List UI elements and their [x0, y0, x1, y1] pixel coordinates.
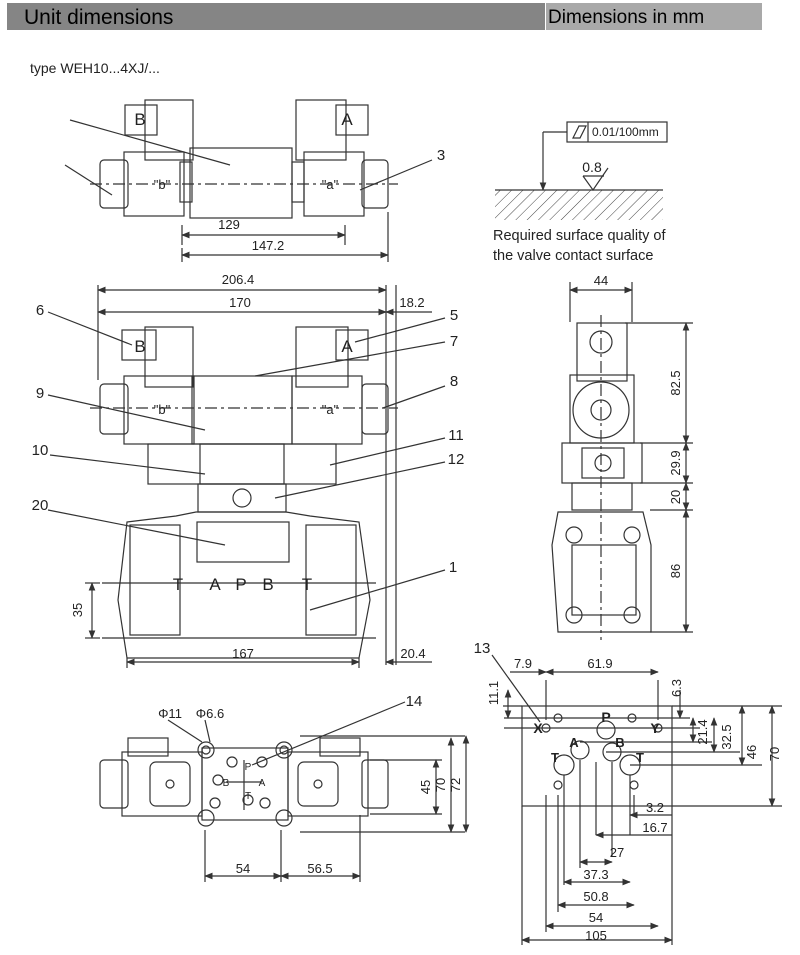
dim-7-9: 7.9 [514, 656, 532, 671]
pattern-port-p: P [601, 709, 610, 725]
dim-35: 35 [70, 603, 85, 617]
dim-50-8: 50.8 [583, 889, 608, 904]
coil-label-a-front: "a" [322, 402, 339, 417]
coil-label-b-front: "b" [154, 402, 171, 417]
dim-167: 167 [232, 646, 254, 661]
callout-8: 8 [450, 373, 458, 390]
callout-7: 7 [450, 333, 458, 350]
dim-206-4: 206.4 [222, 272, 255, 287]
bottom-port-p: P [245, 762, 252, 773]
dim-11-1: 11.1 [486, 681, 501, 705]
dim-45: 45 [418, 780, 433, 794]
coil-label-a-top: "a" [322, 177, 339, 192]
surface-note-line1: Required surface quality of [493, 228, 666, 244]
surface-note-line2: the valve contact surface [493, 248, 654, 264]
port-p: P [235, 575, 246, 594]
pattern-port-b: B [615, 735, 624, 750]
bottom-port-a: A [259, 778, 266, 789]
side-valve-drawing [551, 315, 652, 640]
dim-29-9: 29.9 [668, 450, 683, 475]
bottom-port-b: B [223, 778, 230, 789]
port-b: B [262, 575, 273, 594]
port-a: A [209, 575, 221, 594]
coil-a-front: A [341, 337, 353, 356]
callout-14: 14 [406, 693, 423, 710]
dim-46: 46 [744, 745, 759, 759]
roughness-value: 0.8 [582, 159, 602, 175]
dim-phi11: Φ11 [158, 706, 182, 721]
dim-32-5: 32.5 [719, 724, 734, 749]
pattern-port-y: Y [650, 720, 660, 736]
dim-61-9: 61.9 [587, 656, 612, 671]
bottom-valve-drawing [99, 737, 389, 827]
callout-3: 3 [437, 147, 445, 164]
mounting-pattern-drawing [503, 680, 782, 945]
dim-147-2: 147.2 [252, 238, 285, 253]
front-valve-drawing [90, 326, 398, 659]
port-t-left: T [173, 575, 183, 594]
top-valve-drawing [90, 99, 398, 219]
dim-20: 20 [668, 490, 683, 504]
callout-5: 5 [450, 307, 458, 324]
coil-b-top: B [134, 110, 145, 129]
callout-10: 10 [32, 442, 49, 459]
dim-21-4: 21.4 [695, 719, 710, 744]
callout-20: 20 [32, 497, 49, 514]
pattern-port-a: A [569, 735, 579, 750]
dim-6-3: 6.3 [669, 679, 684, 697]
coil-b-front: B [134, 337, 145, 356]
flatness-value: 0.01/100mm [592, 125, 659, 139]
dim-44: 44 [594, 273, 608, 288]
coil-a-top: A [341, 110, 353, 129]
dim-129: 129 [218, 217, 240, 232]
callout-1: 1 [449, 559, 457, 576]
callout-12: 12 [448, 451, 465, 468]
dim-82-5: 82.5 [668, 370, 683, 395]
dim-56-5: 56.5 [307, 861, 332, 876]
pattern-port-t-right: T [636, 750, 644, 765]
pattern-port-t-left: T [551, 750, 559, 765]
callout-9: 9 [36, 385, 44, 402]
dim-105: 105 [585, 928, 607, 943]
dim-27: 27 [610, 845, 624, 860]
type-label: type WEH10...4XJ/... [30, 60, 160, 76]
dim-37-3: 37.3 [583, 867, 608, 882]
dim-86: 86 [668, 564, 683, 578]
dim-70: 70 [433, 778, 448, 792]
dim-72: 72 [448, 778, 463, 792]
dim-70b: 70 [767, 747, 782, 761]
dim-16-7: 16.7 [642, 820, 667, 835]
dim-18-2: 18.2 [399, 295, 424, 310]
dim-170: 170 [229, 295, 251, 310]
header-units: Dimensions in mm [548, 7, 705, 28]
pattern-port-x: X [533, 720, 543, 736]
callout-13: 13 [474, 640, 491, 657]
dim-3-2: 3.2 [646, 800, 664, 815]
port-t-right: T [302, 575, 312, 594]
header-title: Unit dimensions [24, 6, 174, 29]
surface-symbol [495, 121, 668, 220]
dim-phi6-6: Φ6.6 [196, 706, 224, 721]
dim-54: 54 [236, 861, 250, 876]
bottom-port-t: T [245, 791, 251, 802]
section-header: Unit dimensions [7, 3, 545, 30]
coil-label-b-top: "b" [154, 177, 171, 192]
dim-20-4: 20.4 [400, 646, 425, 661]
callout-6: 6 [36, 302, 44, 319]
dim-54b: 54 [589, 910, 603, 925]
units-header: Dimensions in mm [546, 3, 762, 30]
callout-11: 11 [448, 427, 464, 444]
